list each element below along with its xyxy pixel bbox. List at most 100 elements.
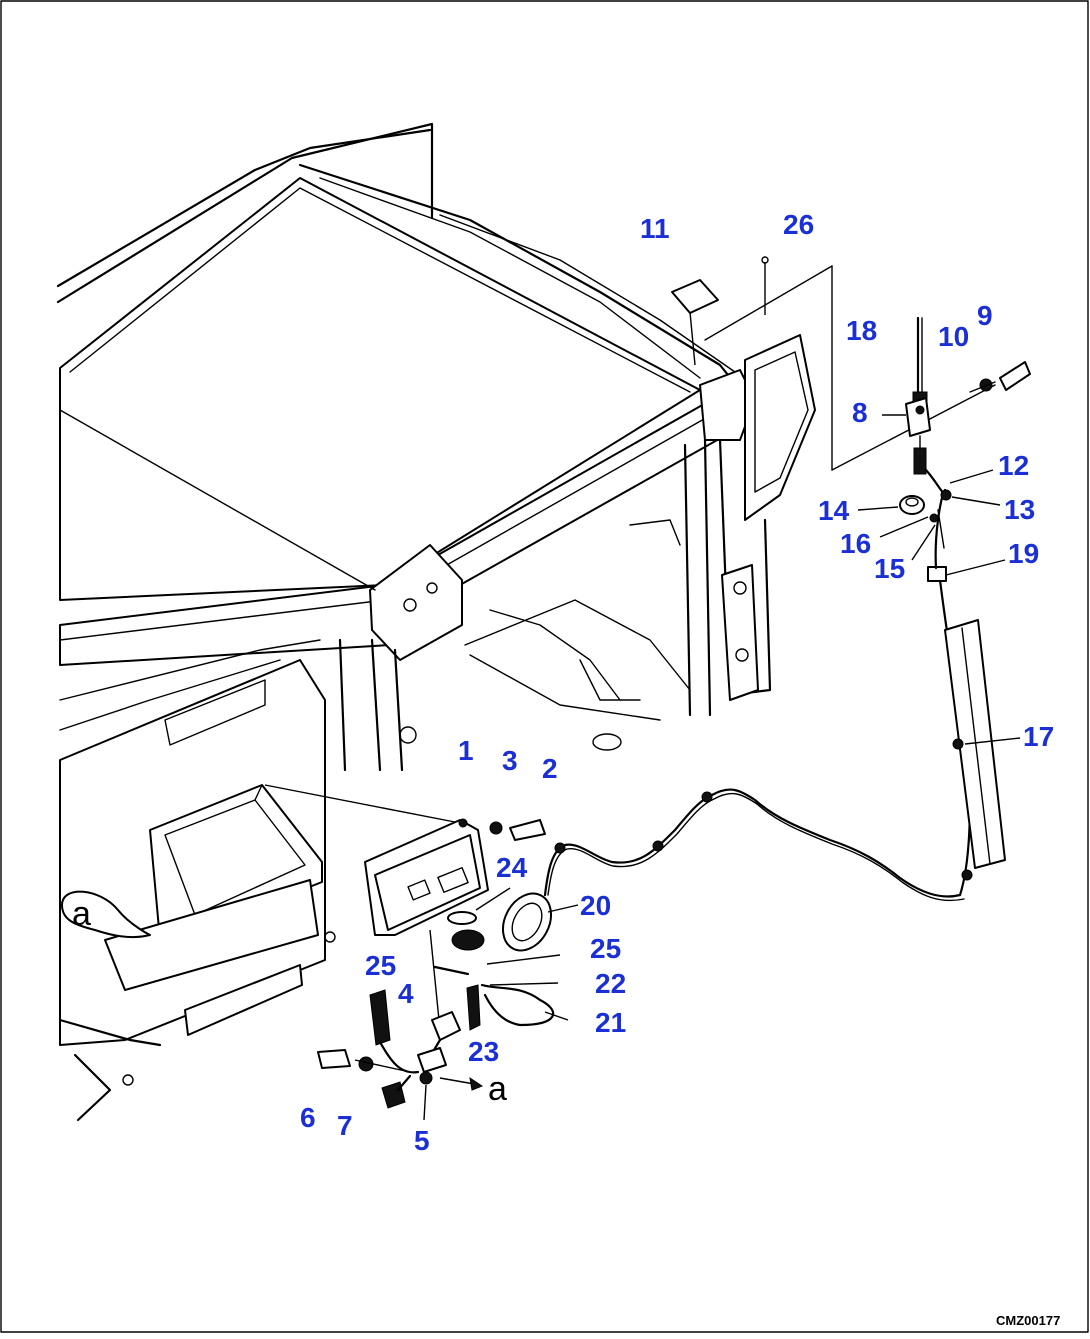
leader-17 (964, 737, 1021, 745)
plate-11 (671, 279, 719, 314)
rear-side-panel (744, 334, 816, 521)
guide-line (59, 409, 376, 591)
roof-panel (59, 177, 701, 601)
plug-5-housing (417, 1047, 447, 1073)
harness-cover-seam (961, 627, 991, 865)
console-slot (164, 679, 266, 746)
callout-18: 18 (846, 315, 877, 346)
callout-4: 4 (398, 978, 414, 1009)
controller-socket (407, 879, 431, 901)
reference-a-tag (61, 890, 151, 939)
reference-mark-a-right: a (488, 1070, 507, 1108)
leader-5 (423, 1084, 427, 1121)
callout-13: 13 (1004, 494, 1035, 525)
interior-floor-line (464, 599, 691, 691)
antenna-harness (543, 488, 1021, 902)
leader-21 (544, 1011, 569, 1021)
cap-14-top (905, 497, 919, 507)
leader-12 (949, 469, 994, 484)
floor-hole (592, 733, 622, 751)
callout-21: 21 (595, 1007, 626, 1038)
controller-face (374, 834, 481, 931)
leader-25b (486, 954, 561, 965)
harness-clip (652, 840, 664, 852)
connector-24b (451, 929, 485, 951)
part-26-rivet (761, 256, 769, 264)
nut-3 (489, 821, 503, 835)
hinge-bolt (735, 648, 749, 662)
harness-clip (554, 842, 566, 854)
nut-13 (940, 489, 952, 501)
leader-controller-down (429, 929, 441, 1031)
leader-16 (879, 516, 929, 538)
callout-14: 14 (818, 495, 850, 526)
opening-corner (254, 784, 263, 801)
console-base (58, 1018, 162, 1047)
wire-25a (433, 965, 470, 976)
callout-10: 10 (938, 321, 969, 352)
harness-cover-17 (944, 619, 1006, 869)
console-bolt (122, 1074, 134, 1086)
controller-socket (437, 867, 469, 893)
exploded-guide-top (704, 265, 833, 341)
bolt-2 (509, 819, 546, 841)
leader-24 (475, 887, 511, 911)
leader-20 (547, 904, 579, 913)
callout-9: 9 (977, 300, 993, 331)
interior-harness (579, 659, 641, 701)
console-ridge (59, 659, 281, 731)
callout-16: 16 (840, 528, 871, 559)
arrow-to-a-head (469, 1076, 484, 1091)
leader-14 (857, 506, 899, 511)
grommet-20-inner (511, 902, 543, 942)
cover-clamp (952, 738, 964, 750)
callout-25-left: 25 (365, 950, 396, 981)
roof-right-rail (298, 163, 742, 392)
clamp-19 (927, 566, 947, 582)
callout-24: 24 (496, 852, 528, 883)
left-pillar-c (338, 638, 347, 772)
console-slot-low (184, 964, 303, 1036)
console-lower-plate (104, 879, 319, 991)
console-bolt (324, 931, 336, 943)
harness-main-run-inner (547, 792, 965, 902)
connector-24a (447, 911, 477, 925)
part-5-washer (419, 1071, 433, 1085)
roof-top-rim (56, 128, 432, 288)
interior-harness (489, 609, 621, 701)
harness-main-run (543, 788, 972, 898)
plug-4b (431, 1011, 461, 1041)
antenna-base (913, 447, 927, 475)
leader-15 (911, 524, 936, 561)
leader-13 (951, 496, 1001, 506)
grommet-20 (502, 892, 552, 952)
controller-mount-point (458, 818, 468, 828)
bolt-9 (999, 361, 1031, 391)
drawing-code: CMZ00177 (996, 1313, 1060, 1328)
callout-labels: 1 2 3 4 5 6 7 8 9 10 11 12 13 14 15 16 1… (300, 209, 1054, 1156)
callout-26: 26 (783, 209, 814, 240)
left-console: a (58, 639, 336, 1122)
part-15 (929, 513, 939, 523)
bracket-8-hole (915, 405, 925, 415)
antenna-parts (671, 256, 1031, 561)
reference-mark-a-left: a (72, 895, 91, 933)
bracket-hole (426, 582, 438, 594)
callout-15: 15 (874, 553, 905, 584)
pillar-bolt (399, 726, 417, 744)
callout-2: 2 (542, 753, 558, 784)
harness-clip (961, 869, 973, 881)
roof-right-rail-inner (319, 177, 701, 379)
callout-1: 1 (458, 735, 474, 766)
interior-floor-line (469, 654, 661, 721)
cab-roof-assembly (56, 122, 816, 666)
cab-pillars (338, 438, 772, 772)
callout-17: 17 (1023, 721, 1054, 752)
callout-3: 3 (502, 745, 518, 776)
door-hinge-plate (721, 564, 759, 701)
rear-side-panel-inner (754, 351, 809, 493)
bolt-6 (317, 1049, 351, 1069)
leader-22 (489, 982, 559, 986)
